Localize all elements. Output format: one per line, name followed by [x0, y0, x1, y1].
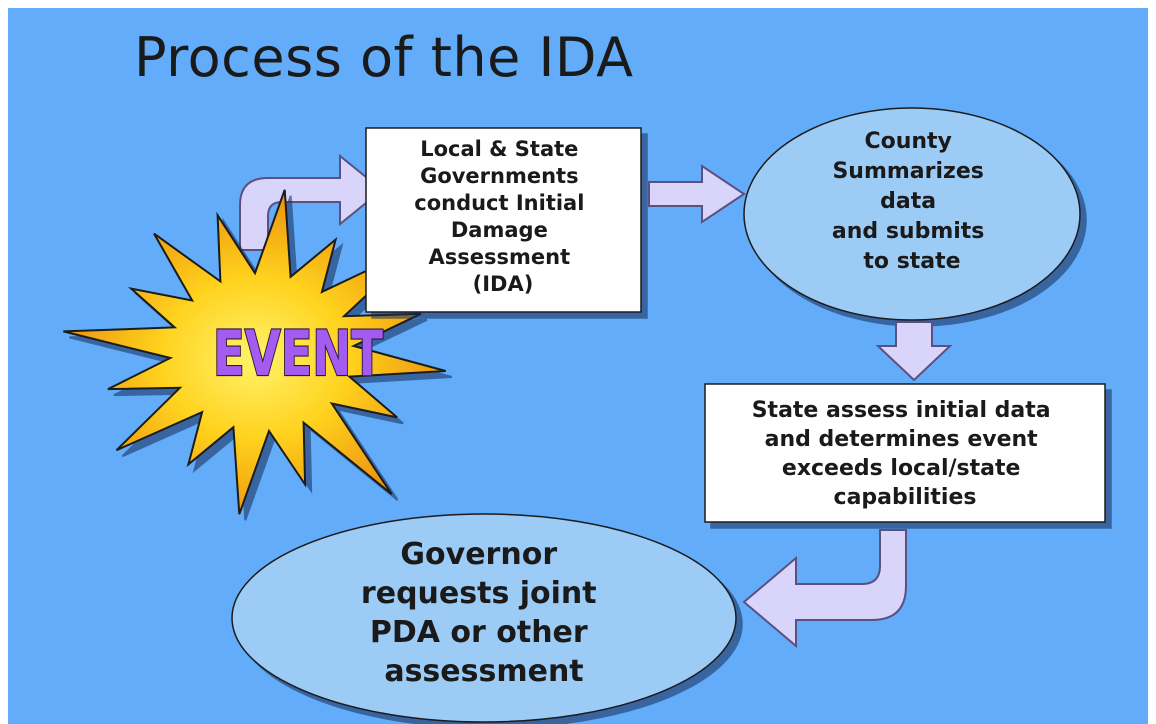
arrow-county-to-state	[875, 321, 953, 382]
county-line-4: and submits	[832, 219, 985, 244]
governor-line-4: assessment	[384, 654, 583, 689]
event-label: EVENT	[213, 317, 383, 390]
event-starburst	[63, 189, 446, 515]
ida-label: Local & State Governments conduct Initia…	[414, 137, 592, 296]
governor-label: Governor requests joint PDA or other ass…	[361, 537, 607, 689]
county-line-5: to state	[863, 249, 960, 274]
ida-line-1: Local & State	[420, 137, 578, 161]
governor-line-1: Governor	[400, 537, 557, 572]
ida-box	[365, 127, 642, 313]
arrow-event-to-ida	[239, 153, 384, 251]
arrow-ida-to-county	[648, 164, 746, 224]
state-line-4: capabilities	[834, 485, 977, 510]
county-ellipse	[743, 107, 1081, 321]
ida-line-3: conduct Initial	[414, 191, 584, 215]
ida-line-6: (IDA)	[473, 272, 534, 296]
ida-line-2: Governments	[420, 164, 579, 188]
governor-line-3: PDA or other	[370, 615, 588, 650]
county-line-3: data	[880, 189, 936, 214]
state-line-1: State assess initial data	[752, 398, 1051, 423]
county-line-1: County	[864, 129, 951, 154]
state-line-2: and determines event	[765, 427, 1039, 452]
governor-line-2: requests joint	[361, 576, 597, 611]
state-line-3: exceeds local/state	[782, 456, 1021, 481]
ida-line-5: Assessment	[429, 245, 571, 269]
state-label: State assess initial data and determines…	[752, 398, 1059, 510]
county-line-2: Summarizes	[832, 159, 983, 184]
arrow-state-to-governor	[742, 529, 907, 649]
ida-line-4: Damage	[451, 218, 548, 242]
slide-title: Process of the IDA	[134, 26, 634, 89]
county-label: County Summarizes data and submits to st…	[832, 129, 992, 274]
governor-ellipse	[231, 513, 737, 723]
state-box	[704, 383, 1106, 523]
